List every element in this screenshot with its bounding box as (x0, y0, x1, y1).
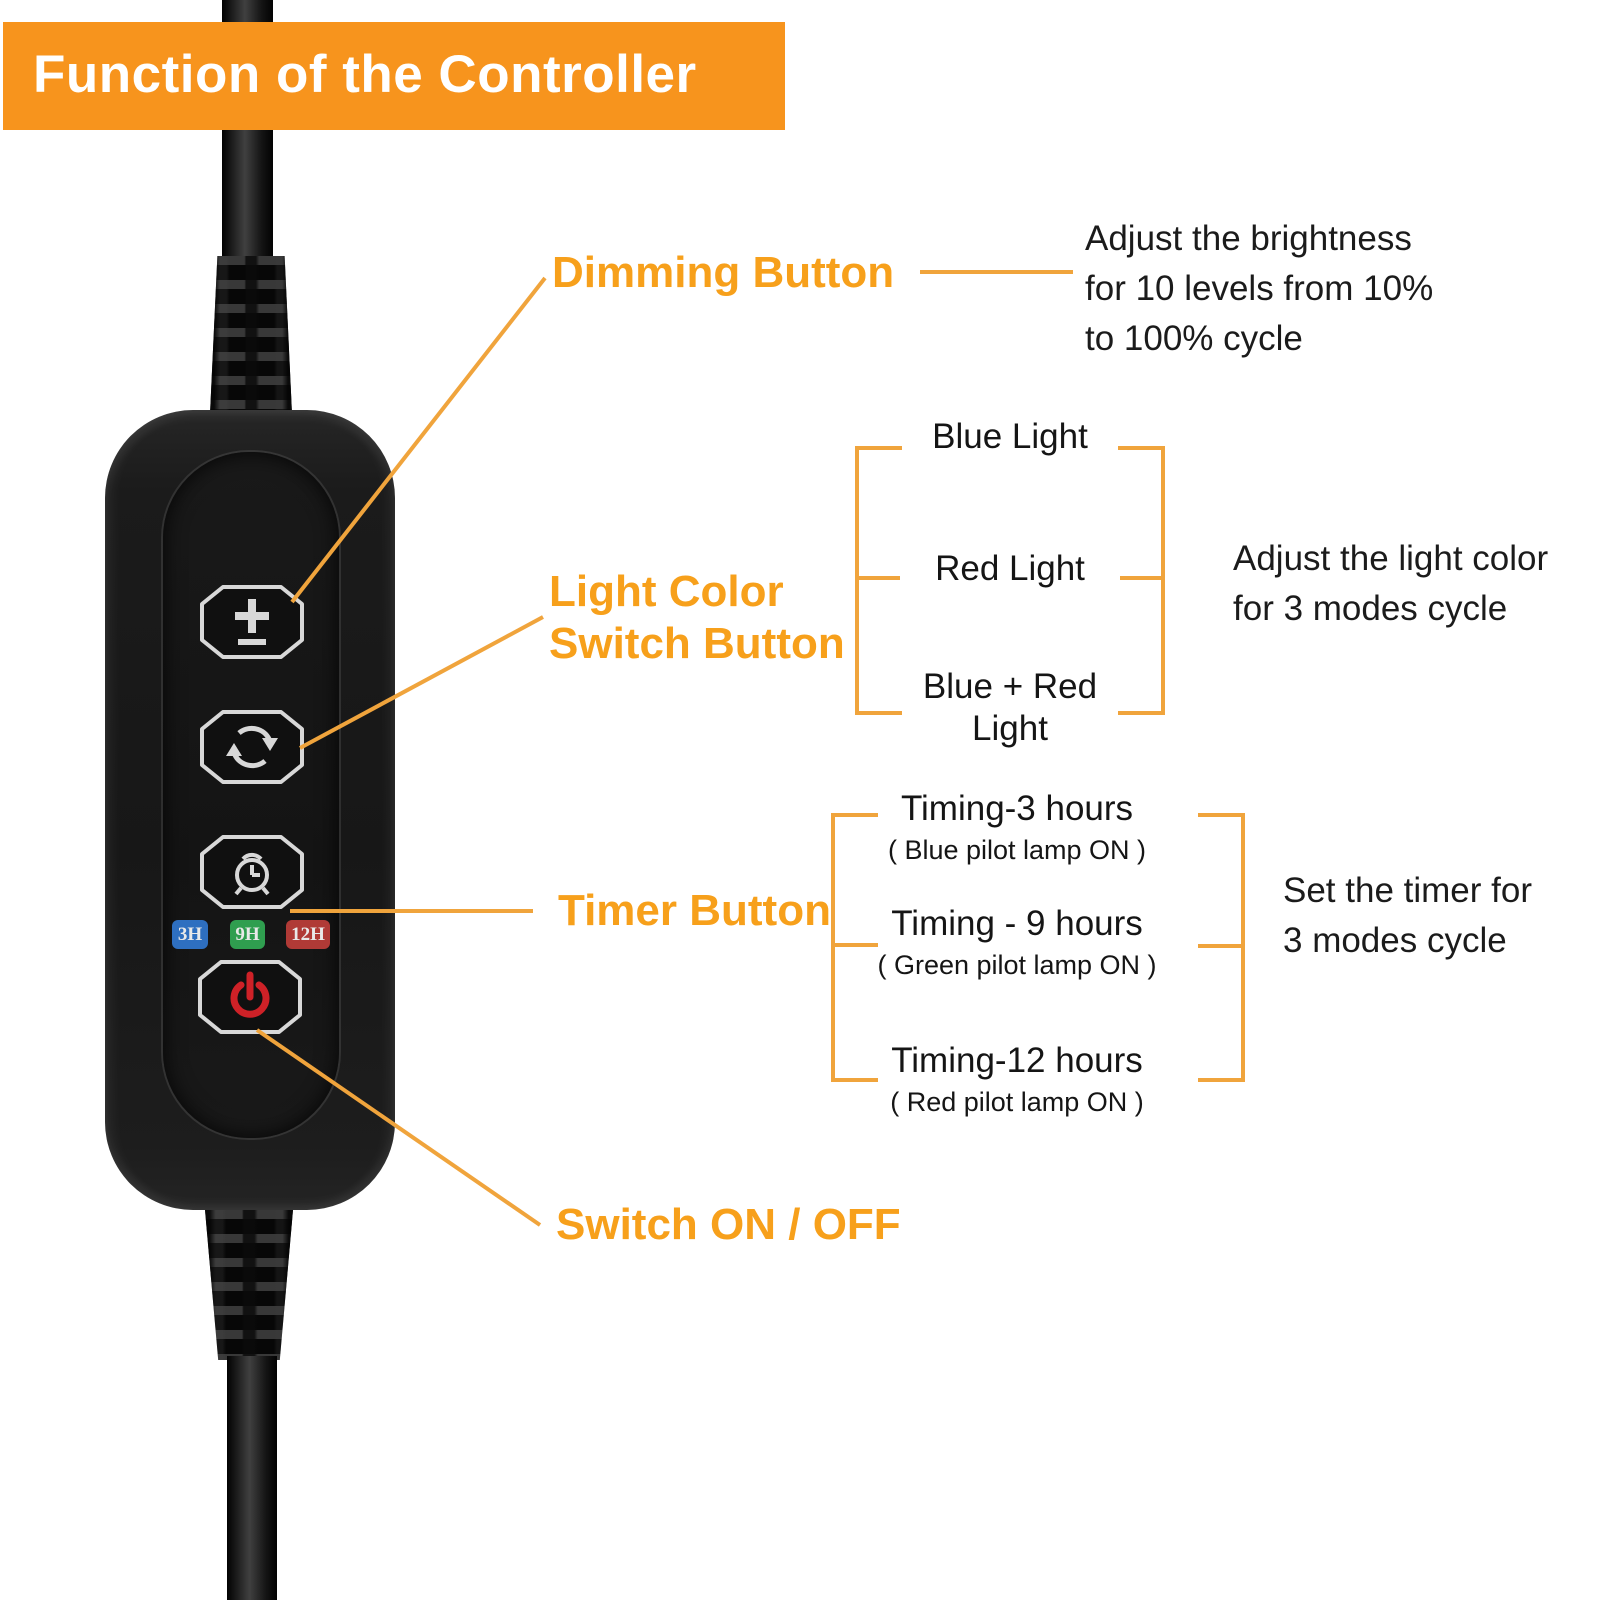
dimming-button-label: Dimming Button (552, 248, 895, 297)
timer-description: Set the timer for 3 modes cycle (1283, 871, 1532, 960)
timing-row-3h: Timing-3 hours ( Blue pilot lamp ON ) (830, 786, 1204, 868)
power-button[interactable] (197, 959, 303, 1035)
timer-led-9h: 9H (230, 920, 265, 949)
timing-12h-title: Timing-12 hours (891, 1041, 1143, 1080)
timer-led-12h: 12H (286, 920, 330, 949)
controller-panel (163, 452, 339, 1138)
led-3h-label: 3H (177, 924, 203, 945)
button-outline (200, 710, 304, 784)
light-mode-blue: Blue Light (932, 417, 1088, 456)
timer-button[interactable] (199, 834, 305, 910)
timing-9h-title: Timing - 9 hours (891, 904, 1143, 943)
light-color-description: Adjust the light color for 3 modes cycle (1233, 539, 1549, 628)
light-color-switch-button-label: Light Color Switch Button (549, 567, 845, 668)
timing-3h-title: Timing-3 hours (900, 789, 1134, 828)
cycle-arrows-icon (226, 725, 278, 769)
plus-minus-icon (235, 599, 269, 645)
timing-12h-note: ( Red pilot lamp ON ) (890, 1087, 1144, 1117)
timing-9h-note: ( Green pilot lamp ON ) (877, 950, 1157, 980)
dimming-button[interactable] (199, 584, 305, 660)
timer-button-label: Timer Button (558, 886, 831, 935)
banner: Function of the Controller (3, 22, 785, 130)
power-icon (230, 971, 270, 1018)
dimming-description: Adjust the brightness for 10 levels from… (1085, 219, 1434, 358)
light-color-button[interactable] (199, 709, 305, 785)
timer-led-3h: 3H (172, 920, 208, 949)
led-9h-label: 9H (235, 924, 260, 945)
led-12h-label: 12H (291, 924, 325, 945)
light-mode-blue-red: Blue + Red Light (922, 667, 1098, 748)
switch-on-off-label: Switch ON / OFF (556, 1200, 901, 1249)
alarm-clock-icon (234, 852, 270, 896)
strain-relief-bottom (205, 1210, 293, 1360)
timing-3h-note: ( Blue pilot lamp ON ) (887, 835, 1147, 865)
light-mode-red: Red Light (935, 549, 1085, 588)
timing-row-12h: Timing-12 hours ( Red pilot lamp ON ) (830, 1038, 1204, 1120)
timer-modes-right-bracket (1198, 813, 1245, 1082)
strain-relief-top (210, 256, 292, 414)
cable-bottom (227, 1356, 277, 1600)
timing-row-9h: Timing - 9 hours ( Green pilot lamp ON ) (830, 901, 1204, 983)
page-title: Function of the Controller (33, 45, 697, 104)
